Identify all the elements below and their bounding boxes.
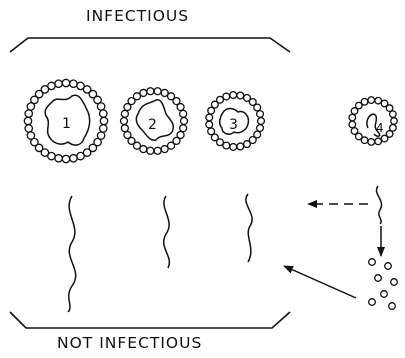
capsid-bead (375, 97, 382, 104)
capsid-bead (390, 111, 397, 118)
capsid-bead (375, 138, 382, 145)
capsid-subunits (369, 259, 398, 310)
capsid-bead (349, 121, 356, 128)
subunit (381, 291, 388, 298)
virus-particle-2: 2 (121, 88, 188, 155)
particle-label-3: 3 (229, 117, 238, 133)
capsid-bead (223, 93, 230, 100)
capsid-bead (208, 128, 215, 135)
subunit (391, 279, 398, 286)
subunit (385, 263, 392, 270)
capsid-bead (124, 131, 131, 138)
capsid-bead (121, 110, 128, 117)
capsid-bead (237, 143, 244, 150)
capsid-bead (258, 118, 265, 125)
capsid-bead (100, 125, 107, 132)
capsid-bead (254, 104, 261, 111)
capsid-bead (55, 80, 62, 87)
capsid-bead (391, 118, 398, 125)
capsid-bead (121, 118, 128, 125)
capsid-bead (140, 89, 147, 96)
capsid-bead (48, 82, 55, 89)
particle-label-4: 4 (376, 121, 384, 135)
free-rna-strand-2 (164, 196, 170, 268)
capsid-bead (257, 111, 264, 118)
capsid-bead (361, 98, 368, 105)
capsid-bead (55, 155, 62, 162)
capsid-bead (24, 117, 31, 124)
capsid-bead (121, 125, 128, 132)
infectious-bracket (10, 38, 290, 52)
capsid-bead (100, 110, 107, 117)
capsid-bead (161, 146, 168, 153)
capsid-bead (206, 121, 213, 128)
capsid-bead (147, 147, 154, 154)
capsid-bead (177, 104, 184, 111)
capsid-bead (25, 125, 32, 132)
capsid-bead (368, 139, 375, 146)
capsid-bead (147, 88, 154, 95)
free-rna-strand-1 (68, 196, 76, 312)
particle-label-1: 1 (62, 116, 71, 132)
subunit (369, 259, 376, 266)
capsid-bead (154, 88, 161, 95)
free-rna-strand-3 (246, 194, 252, 262)
capsid-bead (25, 110, 32, 117)
capsid-bead (230, 92, 237, 99)
capsid-bead (154, 147, 161, 154)
diagonal-arrow (284, 266, 356, 298)
released-rna-strand (376, 186, 381, 224)
capsid-bead (180, 110, 187, 117)
capsid-bead (100, 117, 107, 124)
subunit (389, 303, 396, 310)
subunit (375, 275, 382, 282)
capsid-bead (97, 103, 104, 110)
capsid-bead (230, 144, 237, 151)
virus-particle-4: 4 (349, 97, 397, 145)
particle-label-2: 2 (148, 117, 157, 133)
capsid-bead (368, 97, 375, 104)
capsid-bead (62, 155, 69, 162)
virus-particle-1: 1 (24, 79, 107, 162)
virus-particle-3: 3 (206, 92, 265, 151)
not-infectious-bracket (10, 312, 290, 328)
capsid-bead (70, 80, 77, 87)
capsid-bead (206, 114, 213, 121)
capsid-bead (70, 155, 77, 162)
capsid-bead (27, 132, 34, 139)
capsid-ring-4 (349, 97, 397, 145)
capsid-bead (257, 125, 264, 132)
capsid-bead (351, 128, 358, 135)
subunit (369, 299, 376, 306)
capsid-bead (349, 114, 356, 121)
capsid-bead (77, 152, 84, 159)
capsid-bead (244, 141, 251, 148)
capsid-bead (62, 79, 69, 86)
capsid-bead (181, 118, 188, 125)
capsid-bead (180, 125, 187, 132)
capsid-bead (381, 135, 388, 142)
capsid-bead (237, 92, 244, 99)
